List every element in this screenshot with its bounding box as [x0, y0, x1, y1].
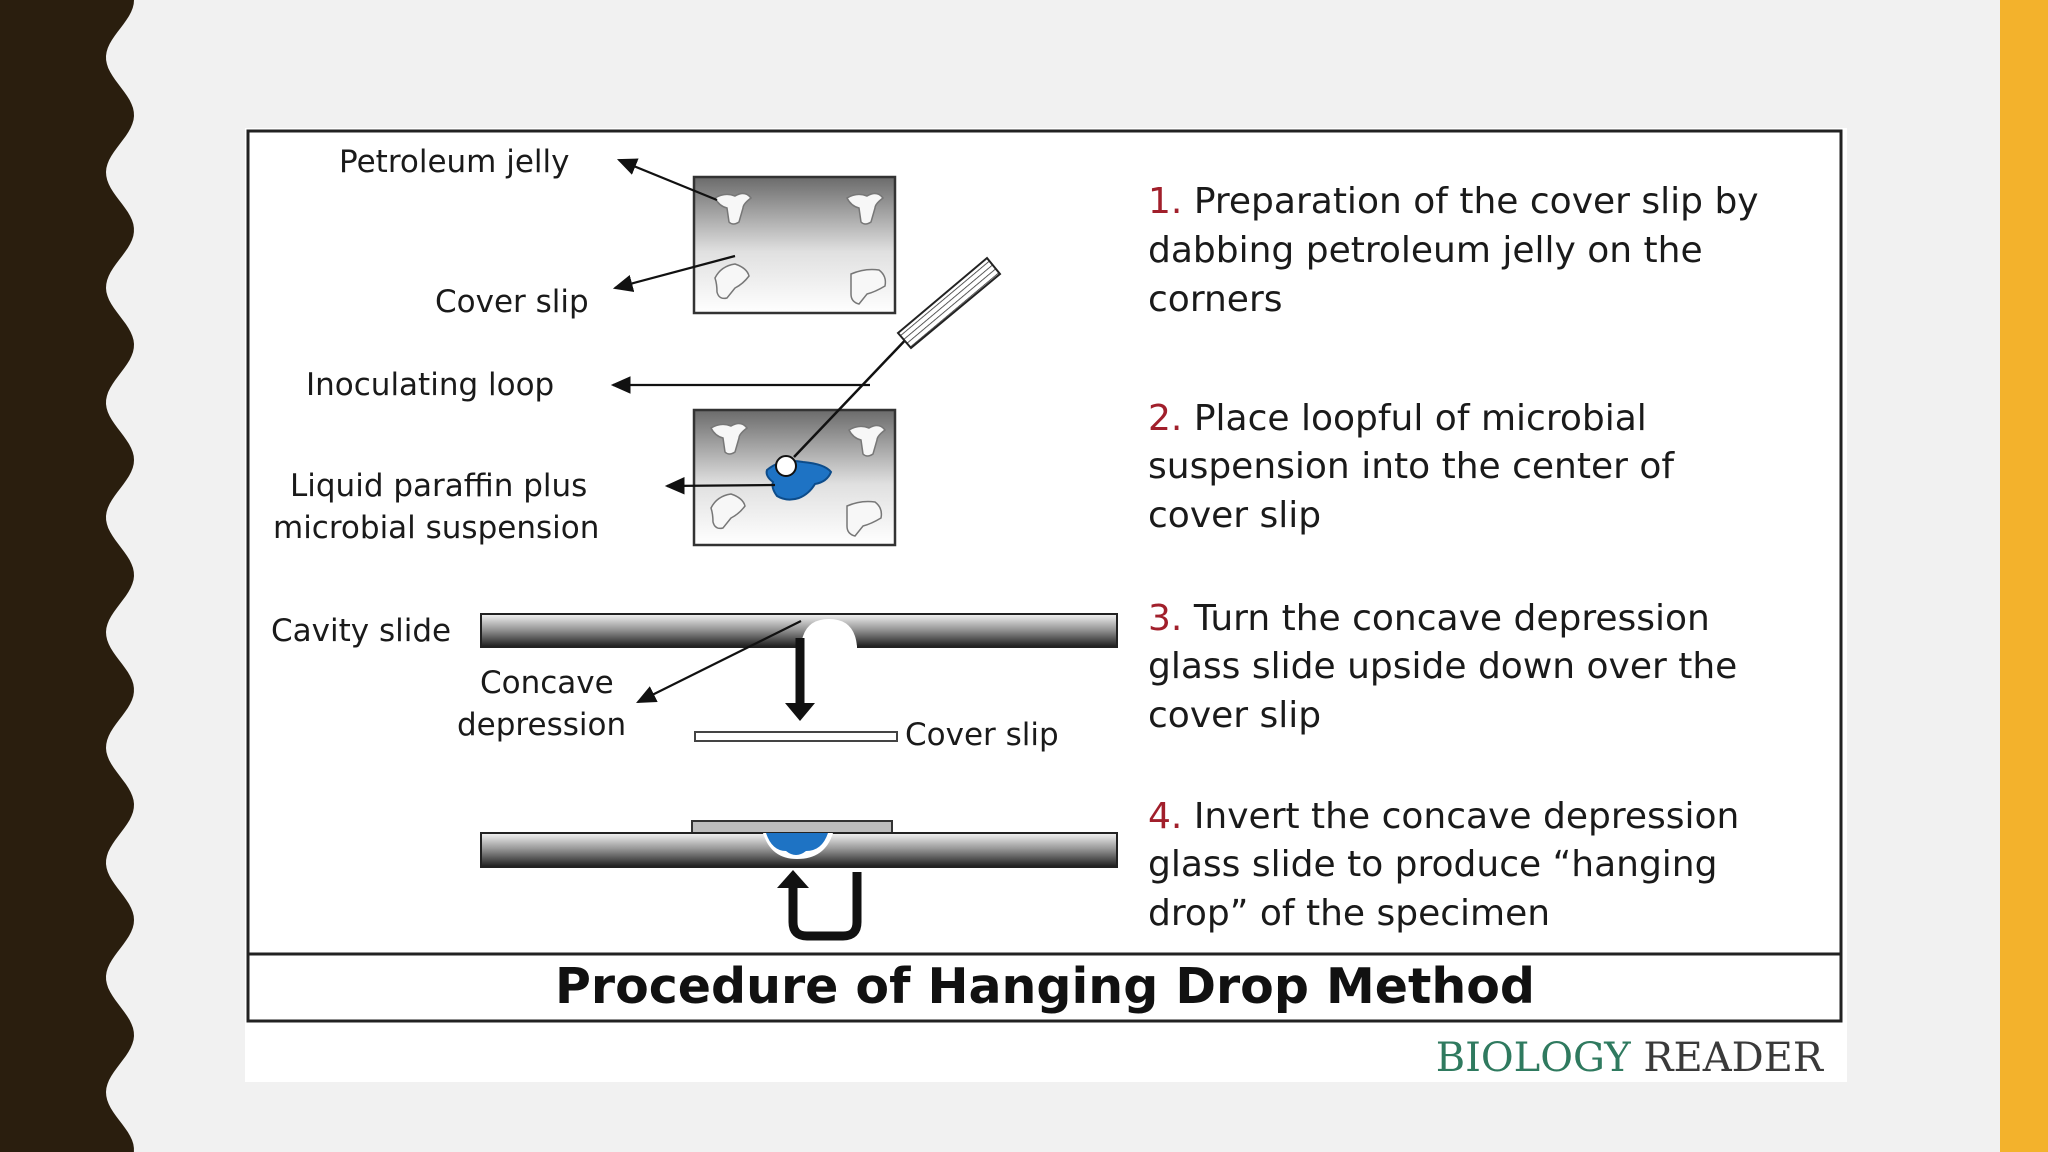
jelly-blob [846, 192, 885, 225]
step-line: glass slide upside down over the [1148, 646, 1737, 687]
leader-petroleum-jelly [616, 158, 718, 202]
brand-part2: READER [1643, 1035, 1824, 1081]
leader-liquid-paraffin [664, 477, 776, 495]
hanging-drop [766, 833, 828, 855]
step-number: 3. [1148, 598, 1182, 639]
svg-text:2. Place loopful of microbial: 2. Place loopful of microbial [1148, 398, 1647, 439]
wavy-sidebar [0, 0, 134, 1152]
step-line: Turn the concave depression [1193, 598, 1710, 639]
step-3: 3. Turn the concave depression glass sli… [1148, 598, 1737, 736]
jelly-blob [710, 422, 749, 455]
hanging-drop-step4 [480, 820, 1118, 941]
loop-tip [775, 455, 797, 477]
step-line: dabbing petroleum jelly on the [1148, 230, 1703, 271]
cover-slip-step3 [694, 731, 898, 742]
svg-text:1. Preparation of the cover sl: 1. Preparation of the cover slip by [1148, 181, 1759, 222]
accent-bar [2000, 0, 2048, 1152]
step-number: 1. [1148, 181, 1182, 222]
step-line: Invert the concave depression [1194, 796, 1740, 837]
jelly-blob [846, 500, 883, 537]
step-number: 4. [1148, 796, 1182, 837]
svg-text:4. Invert the concave depressi: 4. Invert the concave depression [1148, 796, 1739, 837]
step-line: cover slip [1148, 495, 1321, 536]
jelly-blob [848, 424, 887, 457]
label-concave: Concave [480, 665, 614, 701]
brand-part1: BIOLOGY [1436, 1035, 1632, 1081]
jelly-blob [850, 268, 887, 305]
cover-slip-step2 [692, 408, 897, 547]
step-number: 2. [1148, 398, 1182, 439]
step-line: drop” of the specimen [1148, 893, 1550, 934]
step-line: Preparation of the cover slip by [1194, 181, 1759, 222]
jelly-blob [714, 192, 753, 225]
step-2: 2. Place loopful of microbial suspension… [1148, 398, 1675, 536]
step-line: glass slide to produce “hanging [1148, 844, 1717, 885]
label-cover-slip-step3: Cover slip [905, 717, 1059, 753]
u-turn-arrow-icon [788, 872, 862, 941]
svg-text:3. Turn the concave depression: 3. Turn the concave depression [1148, 598, 1710, 639]
label-petroleum-jelly: Petroleum jelly [339, 144, 570, 180]
step-line: corners [1148, 279, 1283, 320]
figure-frame [246, 129, 1843, 1023]
label-inoculating-loop: Inoculating loop [306, 367, 554, 403]
step-1: 1. Preparation of the cover slip by dabb… [1148, 181, 1759, 320]
step-line: suspension into the center of [1148, 446, 1675, 487]
label-liquid-paraffin-2: microbial suspension [273, 510, 599, 546]
cover-slip-step1 [692, 175, 897, 315]
label-depression: depression [457, 707, 626, 743]
figure-title: Procedure of Hanging Drop Method [555, 958, 1535, 1015]
cover-slip-step4 [691, 820, 893, 834]
label-cavity-slide: Cavity slide [271, 613, 451, 649]
down-arrow-icon [785, 703, 815, 721]
label-cover-slip: Cover slip [435, 284, 589, 320]
jelly-blob [710, 493, 746, 530]
jelly-blob [714, 263, 750, 300]
inoculating-loop [793, 256, 1002, 458]
diagram-figure: Petroleum jelly Cover slip Inoculating l… [245, 128, 1847, 1082]
label-liquid-paraffin-1: Liquid paraffin plus [290, 468, 587, 504]
step-line: Place loopful of microbial [1194, 398, 1647, 439]
leader-concave [636, 620, 802, 703]
step-line: cover slip [1148, 695, 1321, 736]
leader-cover-slip [612, 254, 736, 292]
brand-logo: BIOLOGY READER [1436, 1035, 1825, 1081]
step-4: 4. Invert the concave depression glass s… [1148, 796, 1739, 934]
cavity-slide-step3 [480, 613, 1118, 742]
